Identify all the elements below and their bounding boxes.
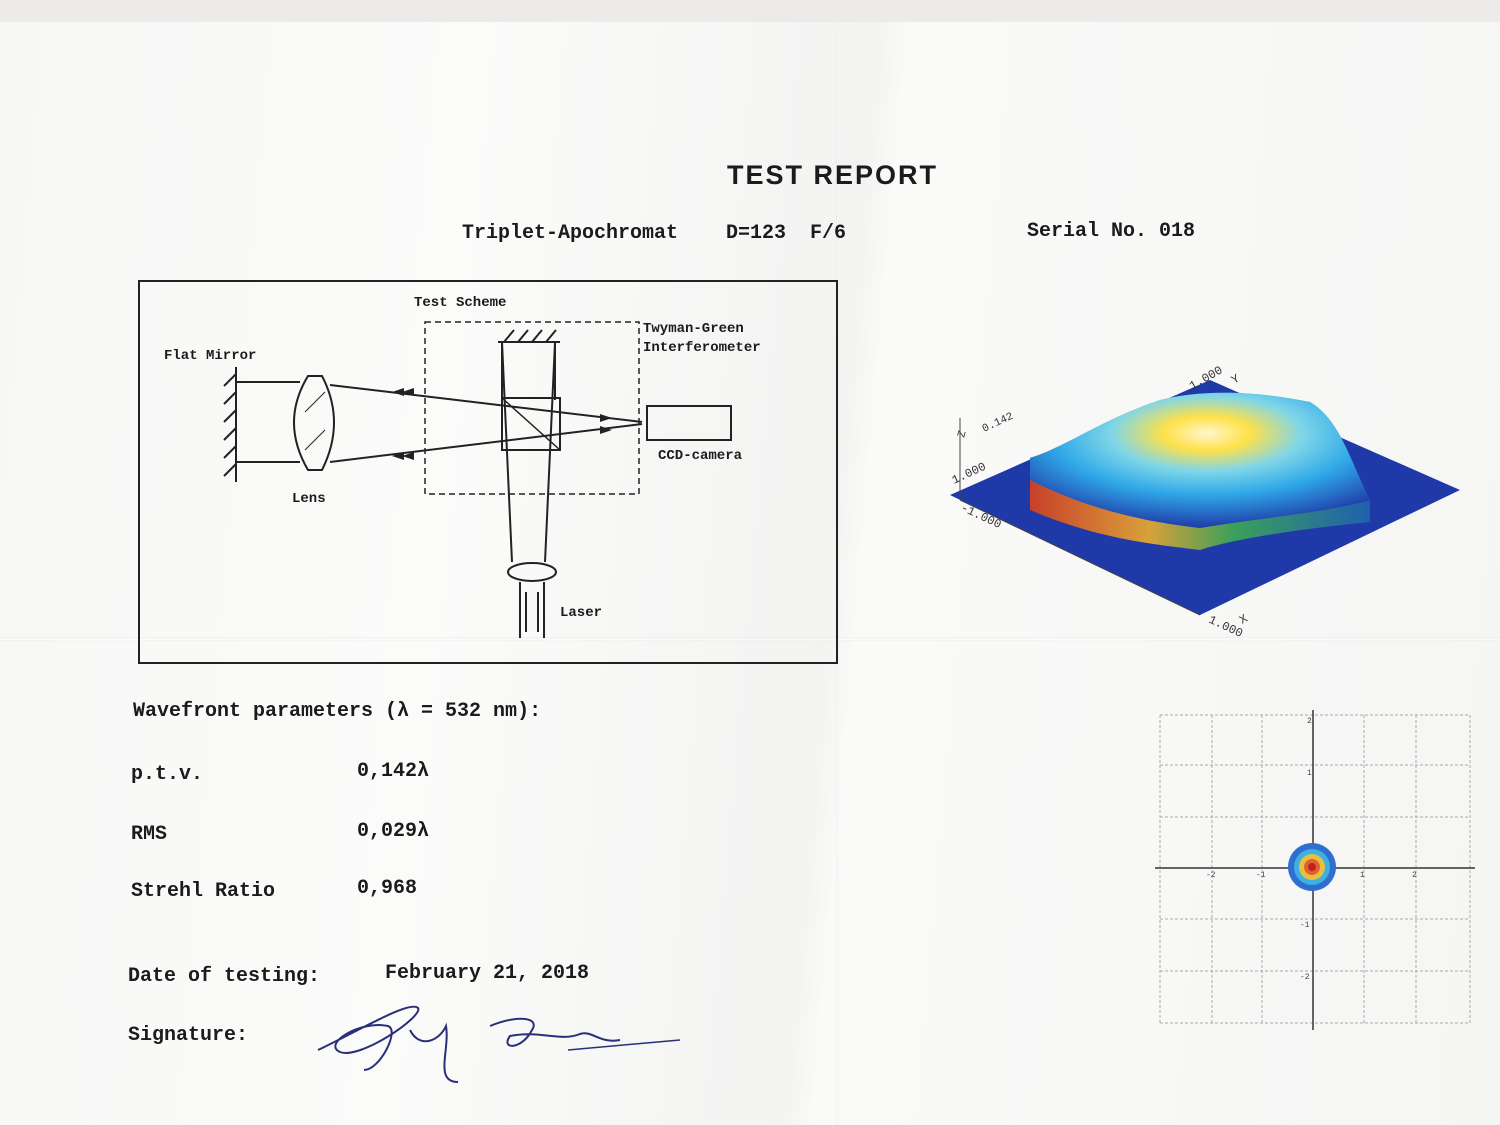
ccd-camera-label: CCD-camera — [658, 448, 743, 464]
tick-y-neg1: -1 — [1300, 921, 1310, 930]
handwritten-signature — [317, 1005, 681, 1083]
flat-mirror-label: Flat Mirror — [164, 348, 256, 364]
interferometer-label-1: Twyman-Green — [643, 321, 744, 337]
psf-spot — [1288, 843, 1336, 891]
instrument-spec: Triplet-Apochromat D=123 F/6 — [462, 222, 847, 245]
param-name-strehl: Strehl Ratio — [131, 880, 276, 903]
lens-icon — [293, 375, 335, 471]
psf-spot-plot: 2 1 -1 -2 -2 -1 1 2 — [1155, 710, 1475, 1030]
reference-mirror-icon — [498, 329, 560, 343]
param-value-rms: 0,029λ — [357, 820, 430, 843]
tick-y-neg2: -2 — [1300, 973, 1310, 982]
psf-grid — [1159, 714, 1471, 1024]
param-value-strehl: 0,968 — [357, 877, 418, 900]
laser-icon — [507, 562, 557, 638]
beam-splitter-icon — [501, 397, 561, 451]
fold-line-horizontal — [0, 637, 1500, 641]
param-name-ptv: p.t.v. — [131, 763, 204, 786]
y-axis-label: Y — [1229, 372, 1242, 388]
report-title: TEST REPORT — [727, 160, 939, 190]
z-max-value: 0.142 — [981, 411, 1016, 436]
date-value: February 21, 2018 — [385, 962, 590, 985]
serial-number: Serial No. 018 — [1027, 220, 1196, 243]
tick-x-2: 2 — [1412, 871, 1417, 880]
surface-axes — [959, 418, 1201, 616]
scheme-drawing: Test Scheme Flat Mirror Lens Twyman-Gree… — [164, 295, 761, 638]
tick-x-neg2: -2 — [1206, 871, 1216, 880]
z-axis-label: Z — [956, 429, 969, 439]
test-scheme-diagram: Test Scheme Flat Mirror Lens Twyman-Gree… — [138, 280, 838, 664]
param-value-ptv: 0,142λ — [357, 760, 430, 783]
tick-x-1: 1 — [1360, 871, 1365, 880]
wavefront-surface-plot: Z 0.142 1.000 -1.000 1.000 Y 1.000 X — [950, 363, 1460, 640]
beam-paths — [329, 341, 643, 563]
lens-label: Lens — [292, 491, 326, 507]
interferometer-box — [424, 321, 640, 495]
tick-x-neg1: -1 — [1256, 871, 1266, 880]
laser-label: Laser — [560, 605, 602, 621]
signature-label: Signature: — [128, 1024, 249, 1047]
tick-y-2: 2 — [1307, 717, 1312, 726]
param-name-rms: RMS — [131, 823, 168, 846]
ccd-camera-icon — [646, 405, 732, 441]
scheme-title: Test Scheme — [414, 295, 506, 311]
surface-hump — [1030, 392, 1370, 528]
flat-mirror-icon — [223, 367, 300, 482]
tick-y-1: 1 — [1307, 769, 1312, 778]
interferometer-label-2: Interferometer — [643, 340, 761, 356]
date-label: Date of testing: — [128, 965, 321, 988]
beam-arrows — [392, 388, 612, 460]
wavefront-heading: Wavefront parameters (λ = 532 nm): — [133, 700, 542, 723]
psf-ticks: 2 1 -1 -2 -2 -1 1 2 — [1206, 717, 1417, 982]
